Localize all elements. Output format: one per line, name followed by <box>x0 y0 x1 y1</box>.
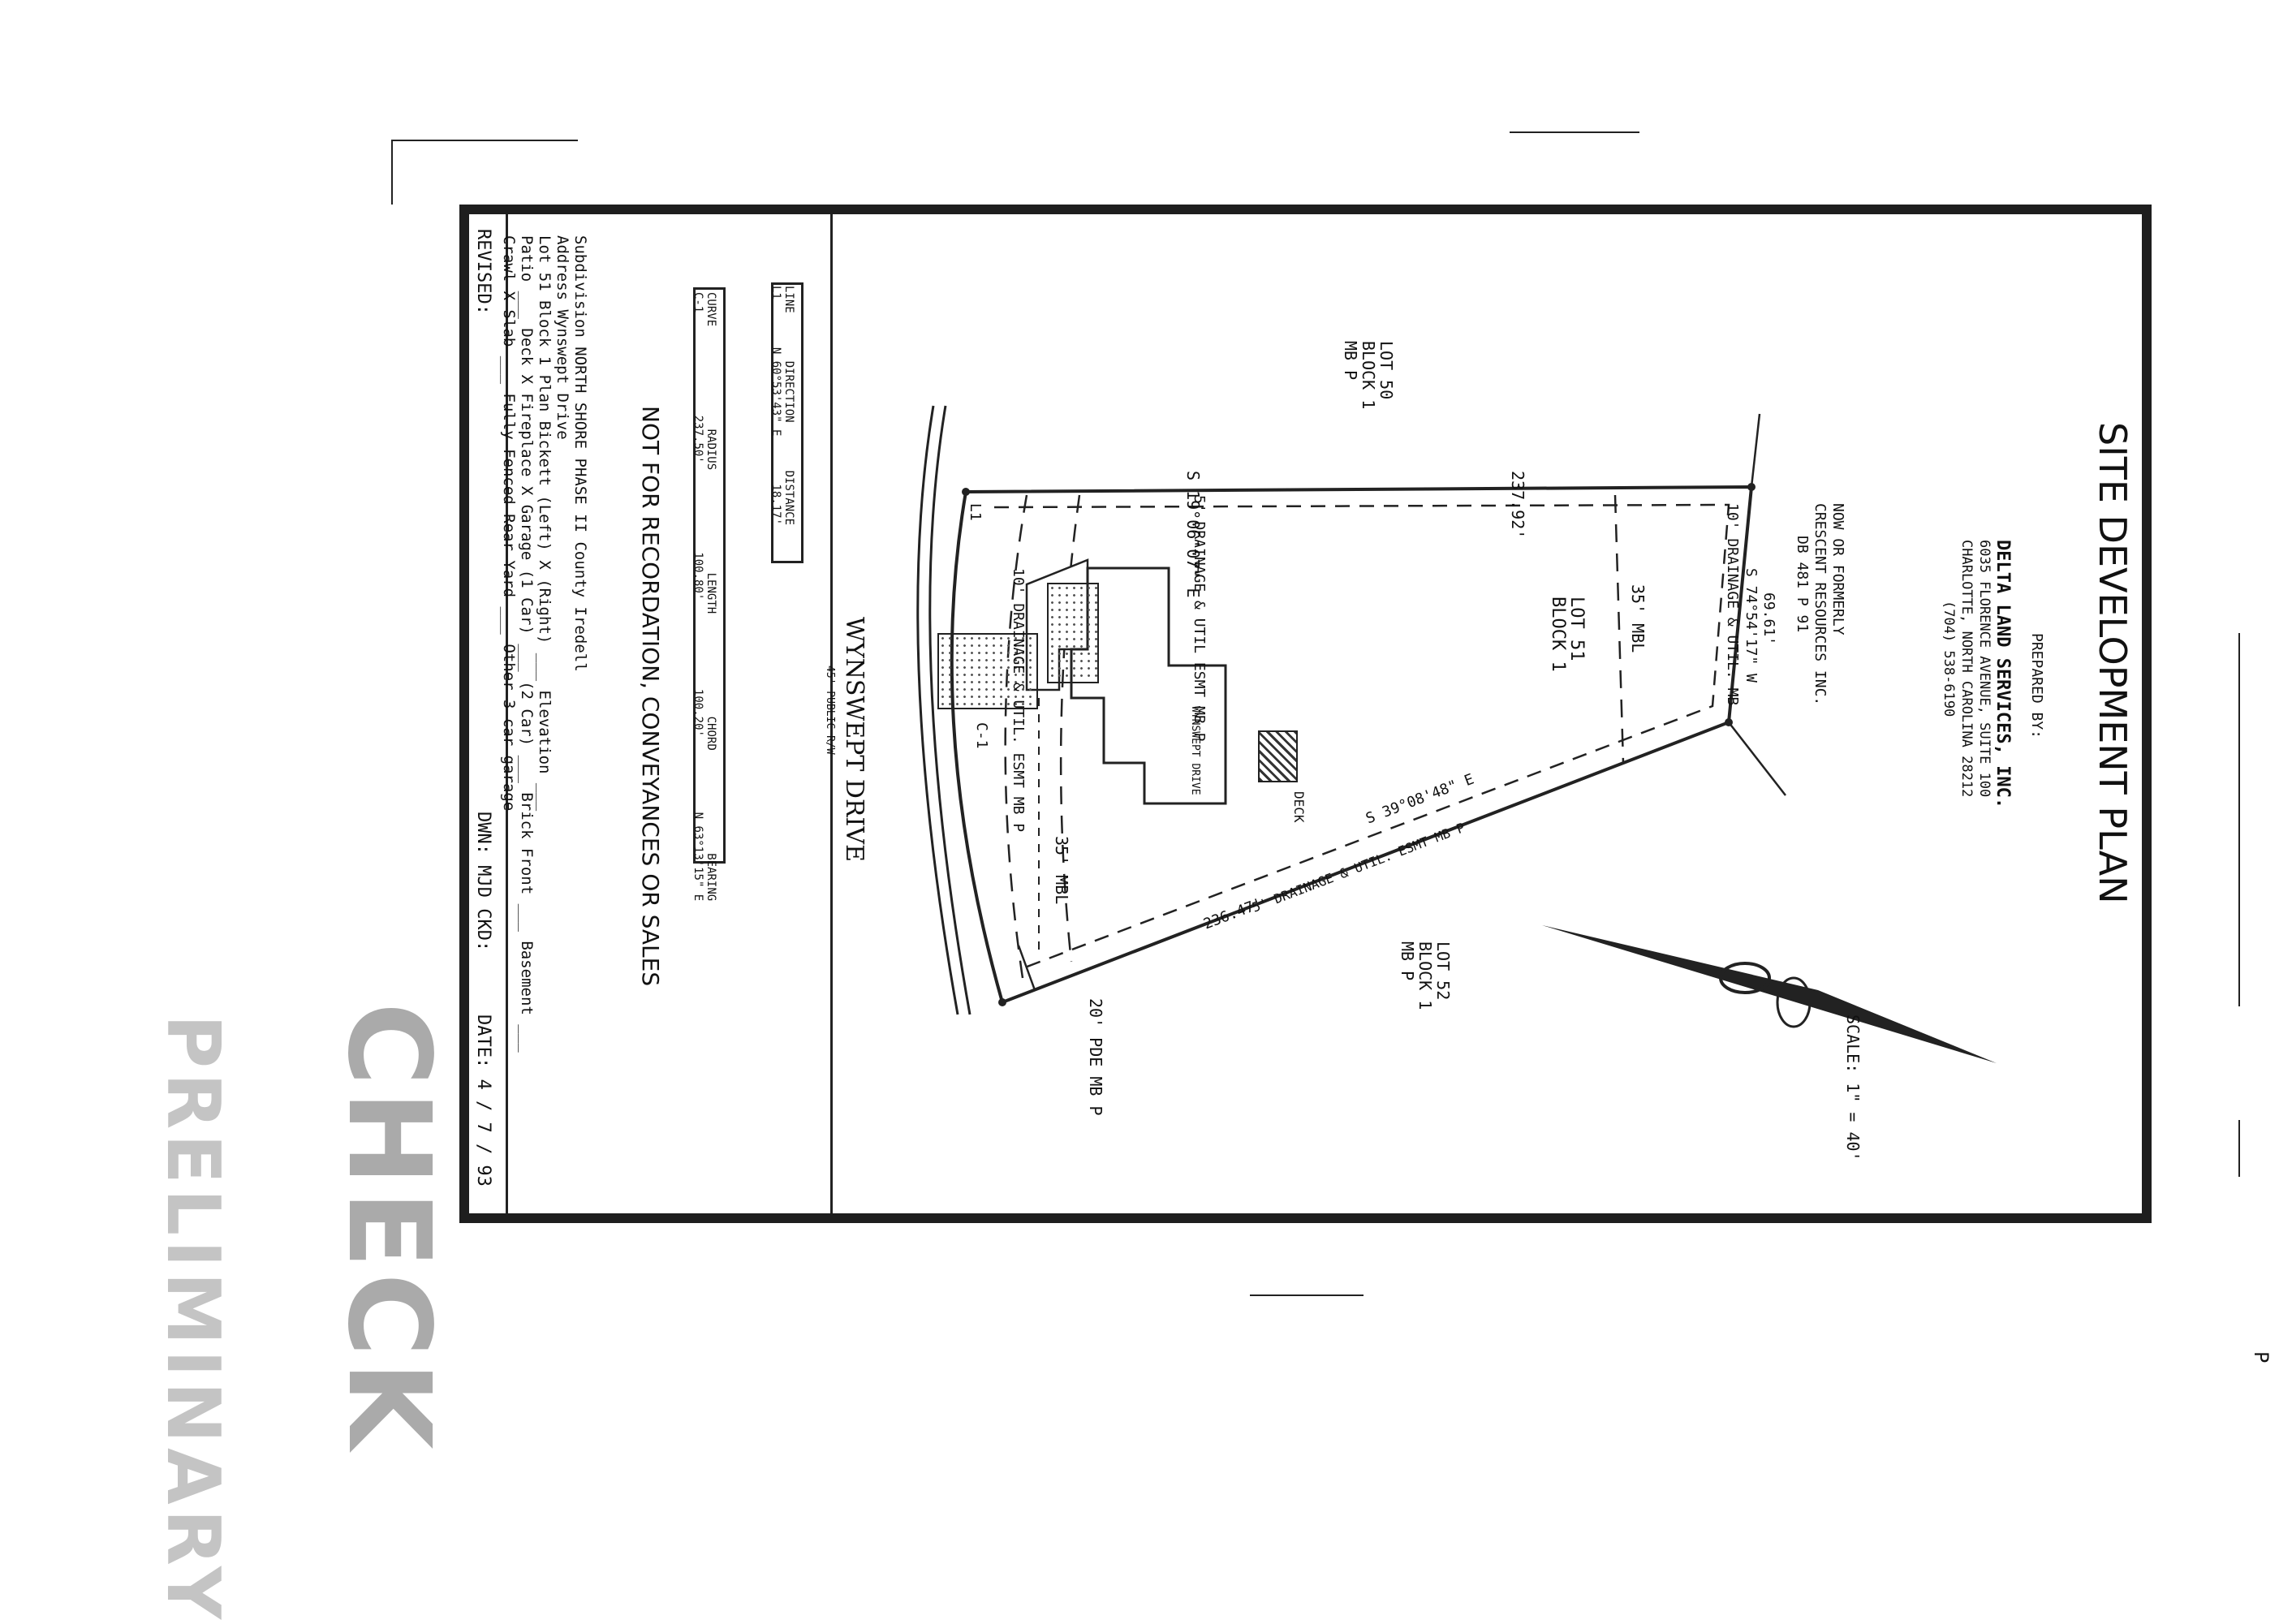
line-table <box>771 282 803 563</box>
boundary-extension <box>1750 413 1761 488</box>
check-stamp: CHECK <box>322 1002 455 1454</box>
lot52-block: BLOCK 1 <box>1415 941 1435 1010</box>
patio-area <box>1047 583 1099 683</box>
scan-mark <box>2238 1120 2240 1177</box>
iron-pin <box>998 998 1006 1006</box>
front-mbl: 35' MBL <box>1052 836 1071 905</box>
north-arrow-icon <box>1719 962 1771 994</box>
right-of-way: 45' PUBLIC R/W <box>824 666 836 755</box>
lot50-label: LOT 50 <box>1376 341 1396 400</box>
drainage-top: 5' DRAINAGE & UTIL ESMT MB P <box>1191 495 1208 742</box>
easement-line <box>1613 494 1625 764</box>
deck-label: DECK <box>1291 791 1307 823</box>
curve-table <box>693 287 726 864</box>
distance-right: 69.61' <box>1760 592 1777 646</box>
deck-hatch <box>1258 730 1298 782</box>
lot52-label: LOT 52 <box>1433 941 1453 1001</box>
company-city: CHARLOTTE, NORTH CAROLINA 28212 <box>1958 540 1975 798</box>
scan-mark <box>1510 131 1639 133</box>
boundary-extension <box>1728 722 1786 796</box>
street-edge <box>928 405 971 1015</box>
front-drainage: 10' DRAINAGE & UTIL. ESMT MB P <box>1010 568 1027 833</box>
scan-mark <box>1250 1294 1364 1296</box>
lot52-mb: MB P <box>1398 941 1417 981</box>
lot51-block: BLOCK 1 <box>1548 597 1568 672</box>
street-edge <box>916 405 959 1015</box>
distance-top: 237.92' <box>1508 471 1527 540</box>
pde-label: 20' PDE MB P <box>1086 998 1105 1116</box>
title-block <box>469 214 508 1213</box>
bearing-right: S 74°54'17" W <box>1743 568 1760 683</box>
pde-line <box>1017 945 1036 991</box>
easement-line <box>993 503 1730 971</box>
easement-line <box>1059 494 1081 963</box>
lot50-block: BLOCK 1 <box>1359 341 1378 410</box>
scale-label: SCALE: 1" = 40' <box>1843 1014 1863 1161</box>
driveway-area <box>937 633 1038 709</box>
notes-panel <box>506 214 833 1213</box>
scan-mark <box>391 140 393 205</box>
site-plan-drawing <box>916 405 1997 1063</box>
iron-pin <box>962 488 970 496</box>
company-name: DELTA LAND SERVICES, INC. <box>1993 540 2013 809</box>
easement-line <box>1004 494 1028 979</box>
drainage-right: 10' DRAINAGE & UTIL. MB <box>1724 503 1741 706</box>
north-arrow-icon <box>1542 925 1997 1063</box>
street-name: WYNSWEPT DRIVE <box>840 617 868 862</box>
prepared-by: PREPARED BY: <box>2028 633 2045 739</box>
deed-book-ref: DB 481 P 91 <box>1794 536 1811 633</box>
curve-label: C-1 <box>973 722 990 749</box>
plan-title: SITE DEVELOPMENT PLAN <box>2091 422 2135 904</box>
house-label: WYNSWEPT DRIVE <box>1189 706 1201 795</box>
scan-mark <box>2238 633 2240 1006</box>
scan-mark <box>391 140 578 141</box>
preliminary-stamp: PRELIMINARY <box>150 1014 235 1624</box>
mbl-rear: 35' MBL <box>1628 584 1648 653</box>
company-address: 6035 FLORENCE AVENUE, SUITE 100 <box>1976 540 1993 798</box>
drawing-sheet <box>459 205 2152 1223</box>
now-formerly: NOW OR FORMERLY <box>1829 503 1846 635</box>
line-label: L1 <box>967 503 984 521</box>
north-arrow-icon <box>1776 976 1812 1028</box>
company-phone: (704) 538-6190 <box>1941 601 1957 717</box>
lot51-label: LOT 51 <box>1566 597 1587 661</box>
lot50-mb: MB P <box>1341 341 1360 381</box>
crescent-resources: CRESCENT RESOURCES INC. <box>1812 503 1829 706</box>
margin-letter: P <box>2250 1351 2273 1363</box>
lot-boundary <box>950 485 1754 1005</box>
